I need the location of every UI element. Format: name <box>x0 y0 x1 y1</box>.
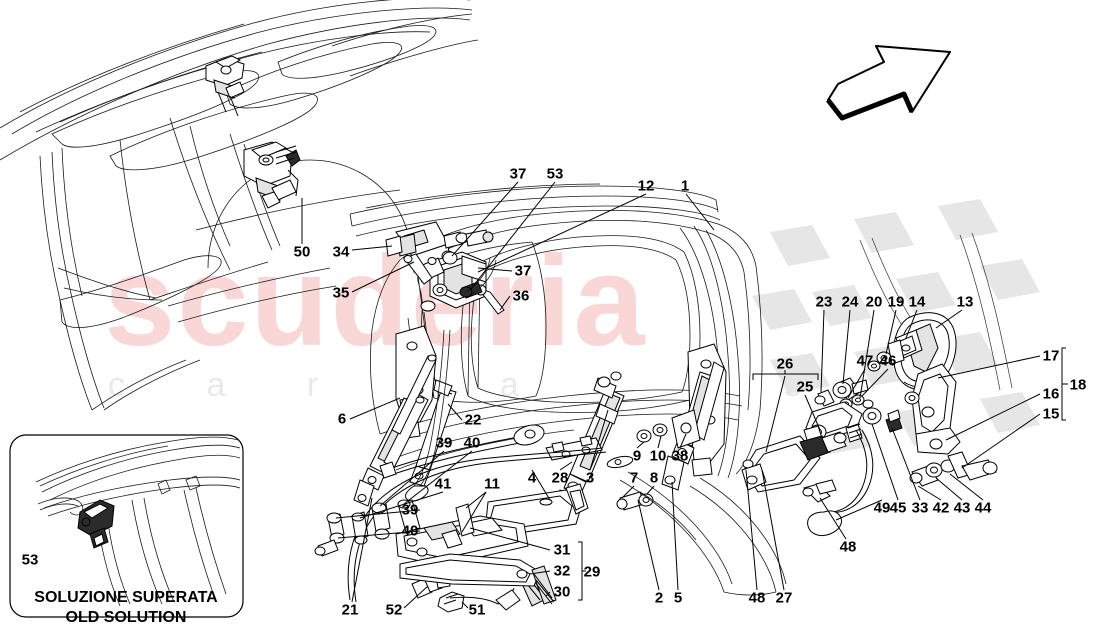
callout-53-top[interactable]: 53 <box>546 165 564 183</box>
callout-24[interactable]: 24 <box>841 293 859 311</box>
callout-32[interactable]: 32 <box>553 562 571 580</box>
callout-36[interactable]: 36 <box>512 287 530 305</box>
callout-6[interactable]: 6 <box>337 410 347 428</box>
callout-43[interactable]: 43 <box>953 499 971 517</box>
latch-part-top <box>205 55 245 117</box>
callout-38[interactable]: 38 <box>671 447 689 465</box>
callout-14[interactable]: 14 <box>908 293 926 311</box>
callout-19[interactable]: 19 <box>887 293 905 311</box>
callout-16[interactable]: 16 <box>1042 385 1060 403</box>
callout-30[interactable]: 30 <box>553 583 571 601</box>
inset-title-line1: SOLUZIONE SUPERATA <box>34 589 218 606</box>
callout-11[interactable]: 11 <box>484 475 500 493</box>
inset-panel <box>9 434 244 618</box>
callout-49[interactable]: 49 <box>873 499 891 517</box>
callout-48-right[interactable]: 48 <box>839 538 857 556</box>
callout-25[interactable]: 25 <box>796 378 814 396</box>
release-cable-assembly <box>347 424 607 613</box>
callout-22[interactable]: 22 <box>464 411 482 429</box>
callout-9[interactable]: 9 <box>632 447 642 465</box>
small-fasteners-group-right <box>616 409 701 511</box>
callout-45[interactable]: 45 <box>889 499 907 517</box>
inset-title-line2: OLD SOLUTION <box>65 608 187 626</box>
callout-4[interactable]: 4 <box>527 469 537 487</box>
callout-28[interactable]: 28 <box>551 469 569 487</box>
callout-47[interactable]: 47 <box>856 352 874 370</box>
callout-51[interactable]: 51 <box>468 601 486 619</box>
callout-8[interactable]: 8 <box>649 469 659 487</box>
callout-27[interactable]: 27 <box>775 589 793 607</box>
callout-40-lower[interactable]: 40 <box>401 522 419 540</box>
latch-part-enlarged <box>243 141 301 209</box>
callout-17[interactable]: 17 <box>1042 347 1060 365</box>
body-sheet-right <box>619 471 787 596</box>
gas-strut-left <box>409 379 457 487</box>
hinge-bracket-left <box>353 325 437 507</box>
leader-lines <box>41 181 1041 609</box>
callout-50[interactable]: 50 <box>293 243 311 261</box>
striker-plate-28 <box>545 435 634 469</box>
callout-12[interactable]: 12 <box>637 177 655 195</box>
lock-assembly <box>385 221 505 315</box>
callout-39-lower[interactable]: 39 <box>401 501 419 519</box>
callout-3[interactable]: 3 <box>585 469 595 487</box>
callout-10[interactable]: 10 <box>649 447 667 465</box>
group-brackets <box>578 347 1068 601</box>
inset-title: SOLUZIONE SUPERATA OLD SOLUTION <box>34 588 217 627</box>
callout-31[interactable]: 31 <box>553 541 571 559</box>
callout-20[interactable]: 20 <box>865 293 883 311</box>
callout-53-inset[interactable]: 53 <box>21 551 39 569</box>
callout-23[interactable]: 23 <box>815 293 833 311</box>
callout-37-lower[interactable]: 37 <box>514 262 532 280</box>
callout-13[interactable]: 13 <box>956 293 974 311</box>
callout-33[interactable]: 33 <box>911 499 929 517</box>
callout-46[interactable]: 46 <box>879 352 897 370</box>
callout-37-top[interactable]: 37 <box>509 165 527 183</box>
callout-29-group[interactable]: 29 <box>583 563 601 581</box>
callout-7[interactable]: 7 <box>629 469 639 487</box>
callout-15[interactable]: 15 <box>1042 405 1060 423</box>
callout-41[interactable]: 41 <box>434 475 452 493</box>
callout-40-upper[interactable]: 40 <box>463 434 481 452</box>
callout-35[interactable]: 35 <box>332 284 350 302</box>
callout-26-group[interactable]: 26 <box>776 355 794 373</box>
right-lock-assembly <box>741 312 998 537</box>
callout-2[interactable]: 2 <box>654 589 664 607</box>
callout-5[interactable]: 5 <box>673 589 683 607</box>
callout-42[interactable]: 42 <box>932 499 950 517</box>
callout-44[interactable]: 44 <box>974 499 992 517</box>
callout-21[interactable]: 21 <box>341 601 359 619</box>
callout-1[interactable]: 1 <box>680 177 690 195</box>
orientation-arrow <box>826 45 951 121</box>
latch-mechanism-29 <box>314 499 557 605</box>
callout-39-upper[interactable]: 39 <box>435 434 453 452</box>
callout-34[interactable]: 34 <box>332 243 350 261</box>
callout-52[interactable]: 52 <box>385 601 403 619</box>
callout-18-group[interactable]: 18 <box>1069 376 1087 394</box>
callout-48-left[interactable]: 48 <box>748 589 766 607</box>
